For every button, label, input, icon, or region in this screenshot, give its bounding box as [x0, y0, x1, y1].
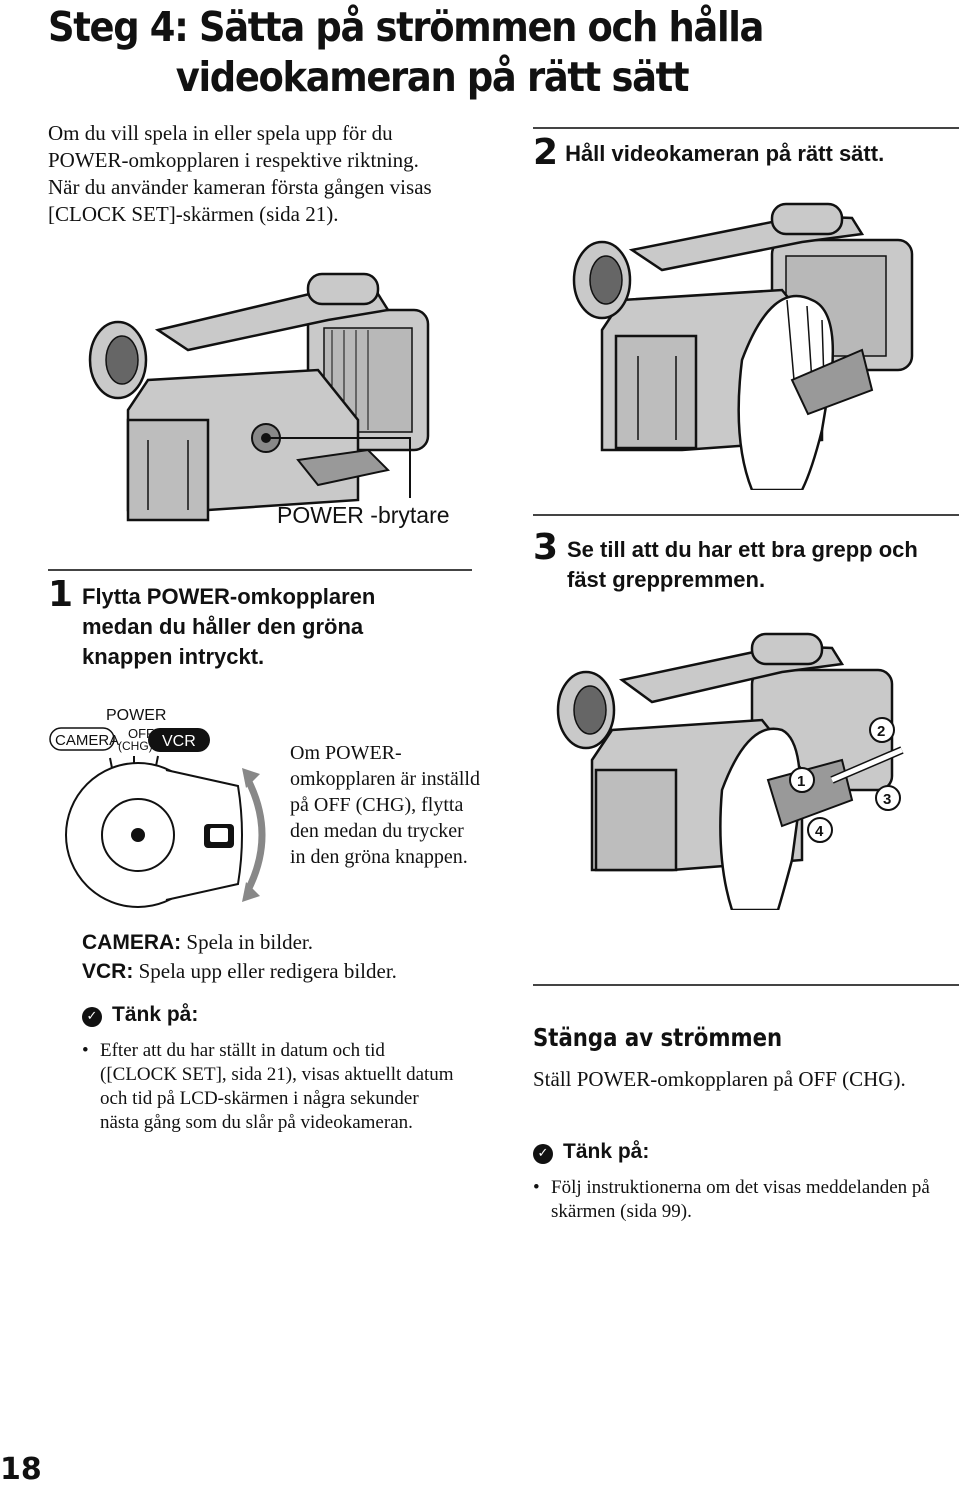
hint-item: Efter att du har ställt in datum och tid…: [82, 1039, 462, 1135]
switch-label-vcr: VCR: [162, 733, 196, 750]
mode-vcr-text: Spela upp eller redigera bilder.: [138, 959, 397, 983]
switch-position-camera-badge: [49, 727, 115, 751]
grip-step-marker-4: [807, 817, 833, 843]
hint-title-right: Tänk på:: [563, 1140, 650, 1163]
divider-step3: [533, 514, 959, 516]
switch-position-vcr-badge: [148, 728, 210, 752]
mode-camera-text: Spela in bilder.: [186, 930, 313, 954]
hint-item: Följ instruktionerna om det visas meddel…: [533, 1176, 953, 1224]
step-1-heading: 1 Flytta POWER-omkopplaren medan du håll…: [48, 574, 448, 672]
mode-vcr-label: VCR:: [82, 960, 134, 983]
power-switch-dial-diagram: POWER CAMERA OFF (CHG) VCR: [49, 707, 243, 908]
grip-step-marker-3-label: 3: [883, 791, 891, 808]
intro-text: Om du vill spela in eller spela upp för …: [48, 120, 478, 228]
step-1-text: Flytta POWER-omkopplaren medan du håller…: [82, 584, 376, 669]
mode-descriptions: CAMERA: Spela in bilder. VCR: Spela upp …: [82, 928, 397, 986]
switch-off-note: Om POWER-omkopplaren är inställd på OFF …: [290, 742, 480, 868]
power-switch-callout: POWER -brytare: [277, 502, 450, 528]
divider-step2: [533, 127, 959, 129]
step-3-heading: 3 Se till att du har ett bra grepp och f…: [533, 527, 958, 595]
mode-vcr: VCR: Spela upp eller redigera bilder.: [82, 957, 397, 986]
hint-heading-left: ✓ Tänk på:: [82, 1003, 462, 1027]
grip-step-marker-1-label: 1: [797, 773, 805, 790]
power-off-heading: Stänga av strömmen: [533, 1023, 783, 1052]
page-title-line1: Steg 4: Sätta på strömmen och hålla: [48, 3, 764, 51]
page-number: 18: [0, 1452, 42, 1487]
step-3-number: 3: [533, 527, 558, 568]
camcorder-illustration-grip-strap: 1 2 3 4: [556, 632, 904, 910]
grip-step-marker-2-label: 2: [877, 723, 885, 740]
mode-camera-label: CAMERA:: [82, 931, 182, 954]
switch-label-off: OFF: [128, 726, 154, 741]
hint-title-left: Tänk på:: [112, 1003, 199, 1026]
mode-camera: CAMERA: Spela in bilder.: [82, 928, 397, 957]
hint-list-right: Följ instruktionerna om det visas meddel…: [533, 1176, 953, 1224]
switch-label-chg: (CHG): [118, 739, 153, 753]
switch-label-power: POWER: [106, 707, 166, 724]
grip-step-marker-3: [875, 785, 901, 811]
hint-box-left: ✓ Tänk på: Efter att du har ställt in dat…: [82, 1003, 462, 1135]
intro-paragraph-2: När du använder kameran första gången vi…: [48, 175, 432, 226]
slide-arrow-icon: [242, 768, 266, 902]
divider-step1: [48, 569, 472, 571]
power-off-text: Ställ POWER-omkopplaren på OFF (CHG).: [533, 1067, 906, 1091]
grip-step-marker-1: [789, 767, 815, 793]
step-2-number: 2: [533, 132, 558, 173]
step-3-text: Se till att du har ett bra grepp och fäs…: [567, 537, 918, 592]
hint-box-right: ✓ Tänk på: Följ instruktionerna om det vi…: [533, 1140, 953, 1224]
hint-icon: ✓: [533, 1144, 553, 1164]
step-2-text: Håll videokameran på rätt sätt.: [565, 141, 885, 166]
step-1-number: 1: [48, 574, 73, 615]
camcorder-illustration-hold: [572, 202, 914, 490]
divider-power-off: [533, 984, 959, 986]
page-title: Steg 4: Sätta på strömmen och hålla vide…: [48, 2, 840, 102]
hint-icon: ✓: [82, 1007, 102, 1027]
switch-label-camera: CAMERA: [55, 732, 119, 749]
hint-list-left: Efter att du har ställt in datum och tid…: [82, 1039, 462, 1135]
hint-heading-right: ✓ Tänk på:: [533, 1140, 953, 1164]
grip-step-marker-2: [869, 717, 895, 743]
grip-step-marker-4-label: 4: [815, 823, 824, 840]
camcorder-illustration-power-switch: [88, 272, 430, 522]
page-title-line2: videokameran på rätt sätt: [175, 53, 690, 101]
step-2-heading: 2 Håll videokameran på rätt sätt.: [533, 135, 958, 171]
intro-paragraph-1: Om du vill spela in eller spela upp för …: [48, 121, 419, 172]
